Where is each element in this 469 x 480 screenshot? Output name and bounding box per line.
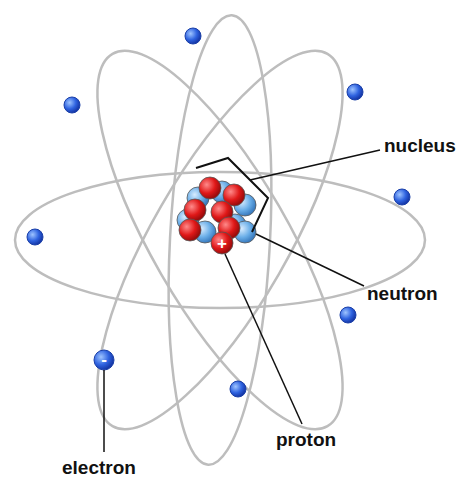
leader-lines <box>104 150 380 452</box>
proton-dot <box>211 232 233 254</box>
part-label: proton <box>276 430 336 449</box>
orbit <box>15 172 425 308</box>
orbit-ellipses <box>15 13 425 468</box>
electron-dot <box>64 97 80 113</box>
charge-sign: + <box>217 235 227 252</box>
part-label: electron <box>62 458 136 477</box>
electron-dot <box>230 381 246 397</box>
part-label: neutron <box>367 284 438 303</box>
electron-dot <box>340 307 356 323</box>
part-label: nucleus <box>384 136 456 155</box>
electron-dot <box>347 84 363 100</box>
electron-dot <box>394 189 410 205</box>
electron-dot <box>185 28 201 44</box>
leader-line <box>250 150 380 180</box>
orbit <box>54 20 387 460</box>
orbit <box>54 20 387 460</box>
electron-dot <box>27 229 43 245</box>
electrons <box>27 28 410 397</box>
electron-dot <box>94 350 114 370</box>
charge-sign: - <box>101 351 107 368</box>
orbit <box>158 13 281 468</box>
nucleus-bracket <box>196 158 268 232</box>
leader-line <box>103 370 105 452</box>
leader-line <box>225 254 302 424</box>
leader-line <box>256 234 364 286</box>
nucleus-cluster <box>177 177 256 254</box>
